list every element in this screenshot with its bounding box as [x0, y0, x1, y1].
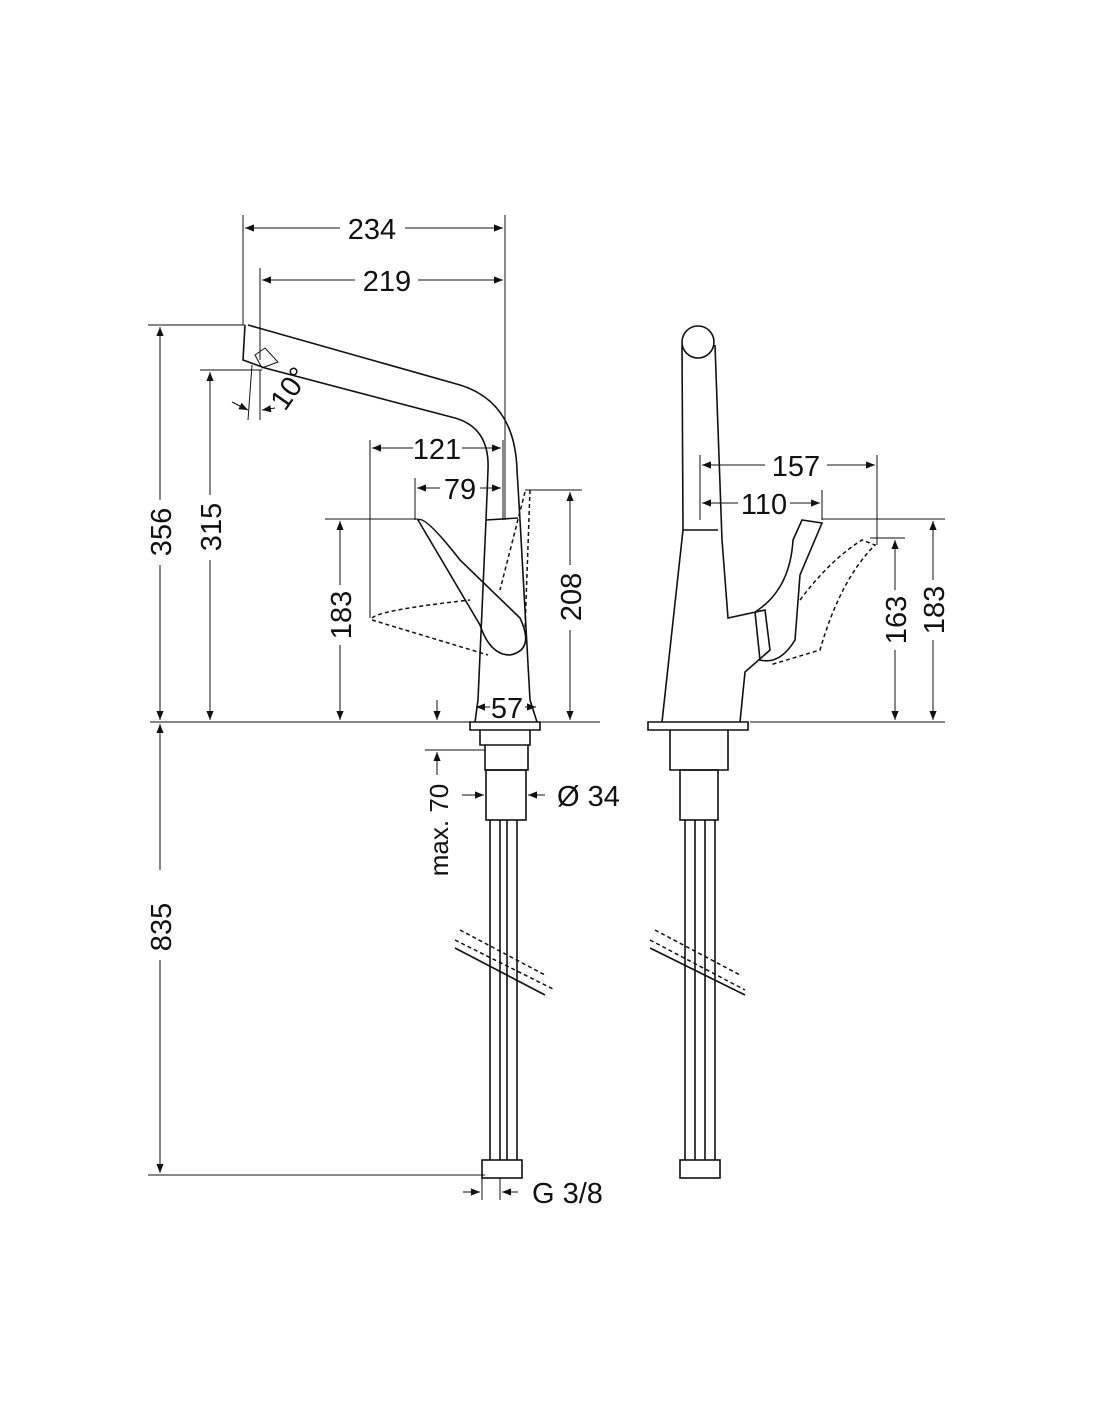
side-view-dimensions: 234 219 356 315 10° 183 121 79 208 — [146, 214, 620, 1210]
front-view-faucet — [647, 325, 877, 1179]
dim-183-front: 183 — [919, 586, 951, 634]
dim-57: 57 — [491, 693, 523, 725]
dim-356: 356 — [146, 508, 178, 556]
dim-121: 121 — [413, 434, 461, 466]
dim-234: 234 — [348, 214, 396, 246]
dim-max-70: max. 70 — [424, 784, 454, 877]
side-view-faucet — [242, 324, 556, 1179]
dim-79: 79 — [444, 474, 476, 506]
dim-315: 315 — [196, 503, 228, 551]
dim-g-3-8: G 3/8 — [532, 1178, 603, 1210]
dim-219: 219 — [363, 266, 411, 298]
dim-157: 157 — [772, 451, 820, 483]
dim-208: 208 — [556, 573, 588, 621]
dim-183: 183 — [326, 591, 358, 639]
dim-163: 163 — [881, 596, 913, 644]
dim-diameter-34: Ø 34 — [557, 781, 620, 813]
front-view-dimensions: 157 110 163 183 — [699, 451, 951, 720]
dim-835: 835 — [146, 903, 178, 951]
dim-110: 110 — [741, 489, 787, 521]
